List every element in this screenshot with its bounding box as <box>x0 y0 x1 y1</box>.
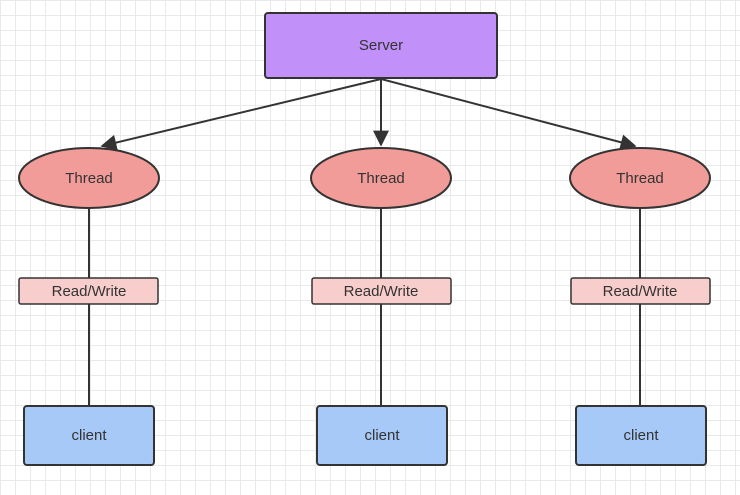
client-node-3: client <box>575 405 707 466</box>
read-write-node-2: Read/Write <box>311 277 452 305</box>
thread-label: Thread <box>616 170 664 187</box>
client-label: client <box>71 427 107 444</box>
arrow-server-to-thread-1 <box>100 78 382 151</box>
read-write-label: Read/Write <box>344 283 419 300</box>
client-label: client <box>364 427 400 444</box>
read-write-label: Read/Write <box>603 283 678 300</box>
thread-ellipse <box>310 147 452 209</box>
thread-ellipse <box>569 147 711 209</box>
thread-label: Thread <box>357 170 405 187</box>
client-box <box>23 405 155 466</box>
client-box <box>316 405 448 466</box>
read-write-node-3: Read/Write <box>570 277 711 305</box>
thread-node-1: Thread <box>18 147 160 209</box>
client-node-2: client <box>316 405 448 466</box>
read-write-label: Read/Write <box>52 283 127 300</box>
read-write-node-1: Read/Write <box>18 277 159 305</box>
server-label: Server <box>359 37 403 54</box>
thread-ellipse <box>18 147 160 209</box>
read-write-box <box>18 277 159 305</box>
thread-node-3: Thread <box>569 147 711 209</box>
client-box <box>575 405 707 466</box>
arrow-server-to-thread-3 <box>380 78 637 151</box>
client-node-1: client <box>23 405 155 466</box>
server-box <box>264 12 498 79</box>
client-label: client <box>623 427 659 444</box>
server-node: Server <box>264 12 498 79</box>
read-write-box <box>311 277 452 305</box>
thread-label: Thread <box>65 170 113 187</box>
read-write-box <box>570 277 711 305</box>
thread-node-2: Thread <box>310 147 452 209</box>
